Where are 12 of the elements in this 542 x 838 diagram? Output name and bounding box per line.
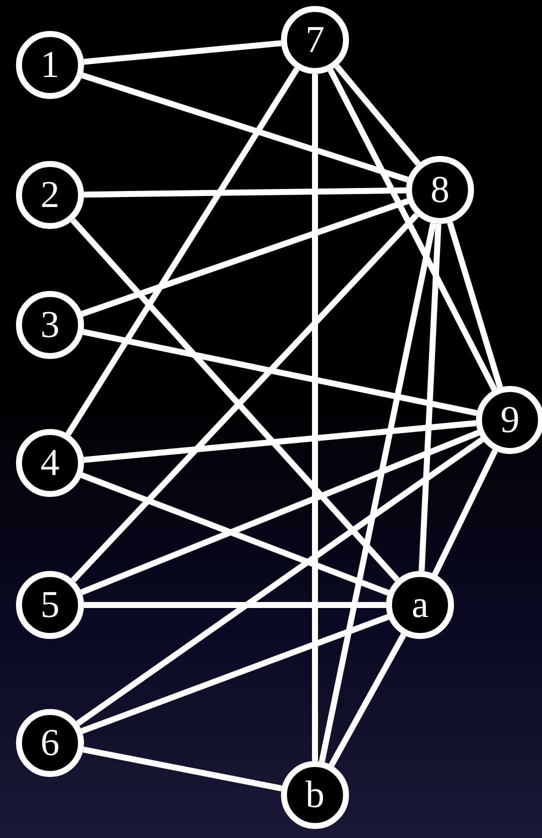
connector-line: [82, 746, 282, 792]
connector-line: [318, 222, 436, 762]
connector-line: [84, 40, 282, 65]
connector-line: [84, 602, 386, 608]
connector-line: [82, 328, 478, 416]
connector-line: [76, 437, 484, 726]
connector-line: [447, 222, 503, 388]
connector-line: [84, 420, 476, 463]
connector-line: [418, 224, 442, 572]
connector-line: [84, 187, 406, 198]
connector-line: [312, 74, 318, 761]
connector-line: [334, 64, 421, 166]
